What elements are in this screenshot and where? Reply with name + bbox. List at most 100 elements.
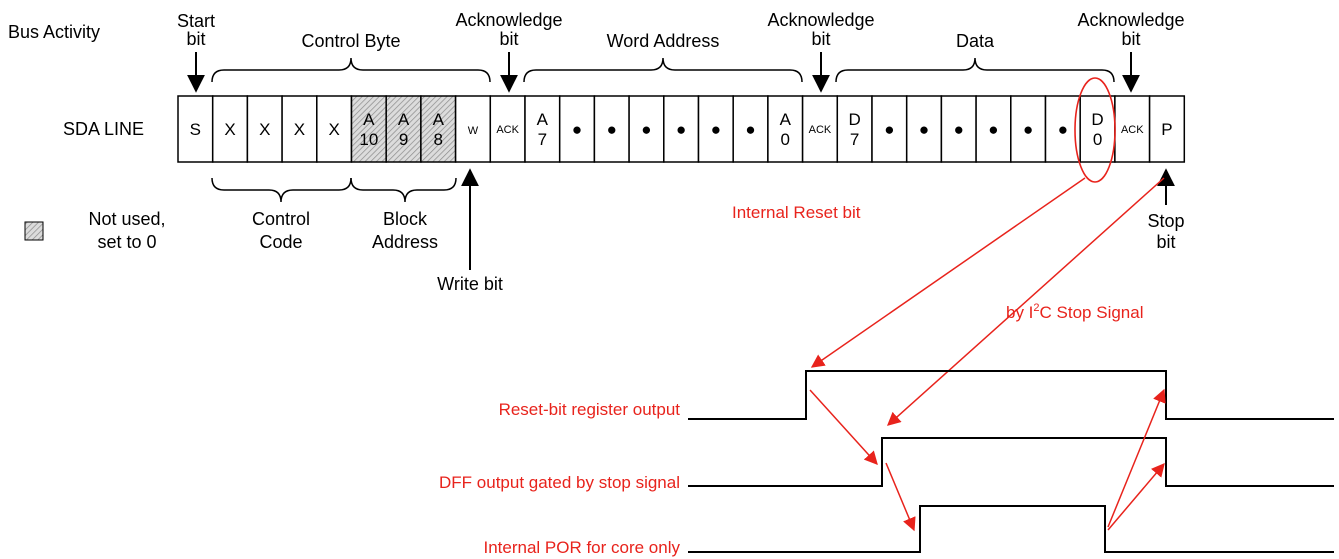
sda-cell-box <box>454 95 492 163</box>
stop-bit-label: bit <box>1156 232 1175 252</box>
por-to-reset-arrow <box>1107 388 1166 528</box>
sda-cell: A9 <box>385 95 422 163</box>
sda-cell: ● <box>975 95 1012 163</box>
sda-cell-box <box>663 95 700 163</box>
start-label: Start <box>177 11 215 31</box>
ack-label-2: Acknowledge bit <box>767 10 874 49</box>
sda-cell: ● <box>905 95 943 163</box>
sda-cell-top-label: D <box>849 110 861 129</box>
sda-cell-label: X <box>224 120 235 139</box>
sda-cell: ● <box>732 95 769 163</box>
sda-line-label: SDA LINE <box>63 119 144 139</box>
sda-cell-box <box>628 95 665 163</box>
sda-cell-top-label: A <box>398 110 410 129</box>
reset-to-dff-arrow <box>809 389 878 466</box>
control-byte-label: Control Byte <box>301 31 400 51</box>
block-address-brace <box>350 177 457 203</box>
sda-cell-dot: ● <box>745 120 755 139</box>
sda-cell: ● <box>940 95 977 163</box>
sda-cell-dot: ● <box>1058 120 1068 139</box>
sda-cell: ● <box>558 95 596 163</box>
sda-cell: ● <box>663 95 700 163</box>
stop-label: Stop <box>1147 211 1184 231</box>
sda-cell: A7 <box>524 95 561 163</box>
control-code-brace <box>211 177 352 203</box>
sda-cell-top-label: A <box>363 110 375 129</box>
ack-label-2-line1: Acknowledge <box>767 10 874 30</box>
word-address-label: Word Address <box>607 31 720 51</box>
ack-label-3-line1: Acknowledge <box>1077 10 1184 30</box>
data-label: Data <box>956 31 995 51</box>
sda-cell-bottom-label: 7 <box>538 130 547 149</box>
ack-label-3-line2: bit <box>1121 29 1140 49</box>
sda-cell-dot: ● <box>884 120 894 139</box>
data-brace <box>835 57 1115 83</box>
ack-label-1-line1: Acknowledge <box>455 10 562 30</box>
sda-cell-bottom-label: 9 <box>399 130 408 149</box>
ack-label-2-line2: bit <box>811 29 830 49</box>
sda-cell-box <box>1148 95 1186 163</box>
sda-cell-box <box>836 95 873 163</box>
sda-cell: W <box>454 95 492 163</box>
sda-cell-box <box>697 95 734 163</box>
sda-cell: A8 <box>420 95 457 163</box>
sda-cell-box <box>732 95 769 163</box>
sda-cell-top-label: A <box>780 110 792 129</box>
sda-cell-ack-label: ACK <box>1121 124 1144 136</box>
sda-cell-bottom-label: 8 <box>434 130 443 149</box>
sda-cell-box <box>1114 95 1151 163</box>
sda-cell-top-label: D <box>1091 110 1103 129</box>
sda-cell-bottom-label: 0 <box>781 130 790 149</box>
i2c-stop-signal-label: by I2C Stop Signal <box>1006 302 1143 322</box>
sda-cell-box <box>211 95 249 163</box>
reset-bit-register-waveform <box>688 370 1334 420</box>
sda-cell-dot: ● <box>954 120 964 139</box>
control-byte-brace <box>211 57 491 83</box>
sda-cell: ● <box>1010 95 1047 163</box>
sda-cell: ACK <box>489 95 526 163</box>
sda-cell: X <box>316 95 353 163</box>
sda-cell-dot: ● <box>711 120 721 139</box>
sda-cell-bottom-label: 0 <box>1093 130 1102 149</box>
dff-output-waveform <box>688 437 1334 487</box>
sda-cell-ack-label: ACK <box>809 124 832 136</box>
sda-cell: ACK <box>801 95 839 163</box>
sda-cell-top-label: A <box>537 110 549 129</box>
reset-bit-register-label: Reset-bit register output <box>499 400 681 419</box>
dff-to-por-arrow <box>885 462 916 532</box>
legend-not-used-line1: Not used, <box>88 209 165 229</box>
sda-cell: X <box>246 95 283 163</box>
sda-cell-top-label: A <box>433 110 445 129</box>
sda-cell: A0 <box>767 95 804 163</box>
sda-cell-label: S <box>190 120 201 139</box>
sda-cell: ● <box>871 95 908 163</box>
ack-label-1-line2: bit <box>499 29 518 49</box>
sda-cell: X <box>281 95 318 163</box>
ack-label-3: Acknowledge bit <box>1077 10 1184 49</box>
not-used-legend-swatch <box>24 221 44 241</box>
sda-cell: ● <box>628 95 665 163</box>
sda-cell: A10 <box>350 95 387 163</box>
sda-cell-label: X <box>259 120 270 139</box>
sda-cell-dot: ● <box>988 120 998 139</box>
write-bit-label: Write bit <box>437 274 503 294</box>
internal-por-waveform <box>688 505 1334 553</box>
sda-cell-label: X <box>328 120 339 139</box>
sda-cell-dot: ● <box>1023 120 1033 139</box>
sda-cell: ● <box>593 95 630 163</box>
control-code-line2: Code <box>259 232 302 252</box>
sda-cell-box <box>246 95 283 163</box>
sda-cell-box <box>801 95 839 163</box>
sda-cell-dot: ● <box>572 120 582 139</box>
d0-highlight-ellipse <box>1074 77 1116 183</box>
sda-cell: X <box>211 95 249 163</box>
dff-output-label: DFF output gated by stop signal <box>439 473 680 492</box>
sda-cell: ACK <box>1114 95 1151 163</box>
legend-not-used-line2: set to 0 <box>97 232 156 252</box>
sda-cell: D0 <box>1079 95 1116 163</box>
sda-cell-label: X <box>294 120 305 139</box>
sda-cell-box-hatched <box>350 95 387 163</box>
start-bit-label: bit <box>186 29 205 49</box>
